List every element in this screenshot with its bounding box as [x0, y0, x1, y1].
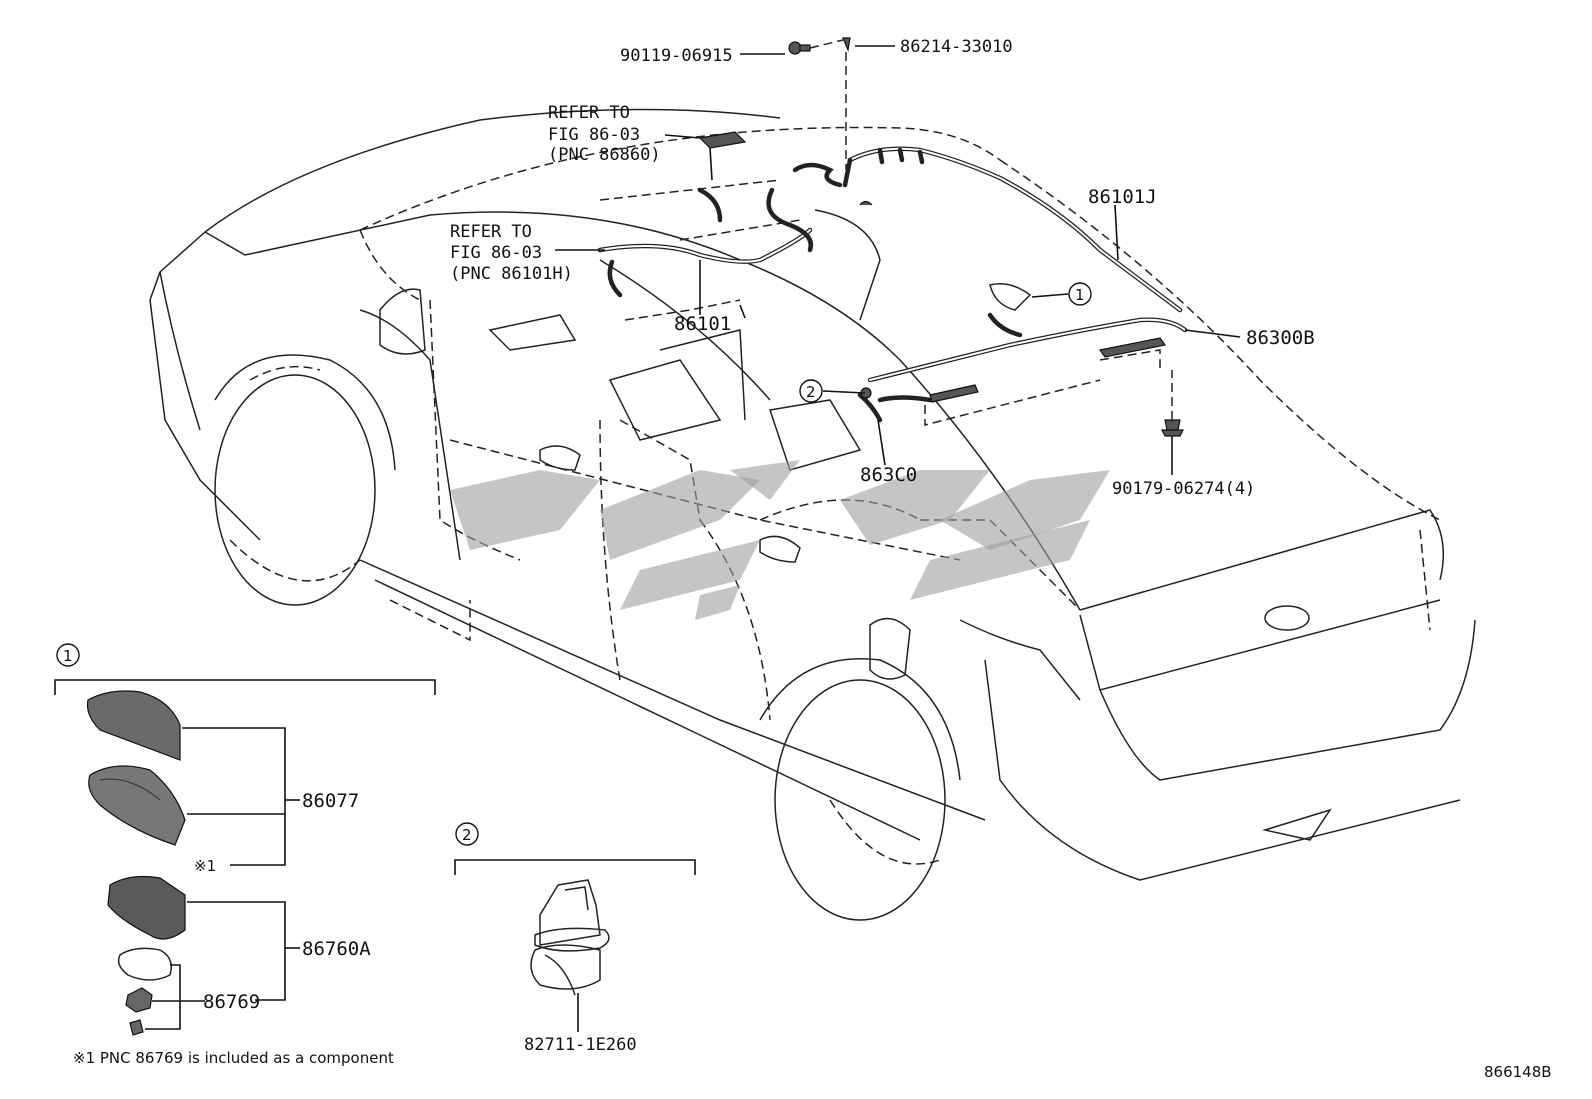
screw-icon: [129, 1019, 144, 1036]
label-82711-1E260: 82711-1E260: [524, 1035, 637, 1055]
refer-to-1-line2: FIG 86-03: [548, 125, 640, 145]
footnote: ※1 PNC 86769 is included as a component: [73, 1049, 394, 1067]
callout-circle-1-car: 1: [1068, 282, 1092, 306]
leader-lines: [555, 45, 1241, 475]
roof-harness-86101J: [842, 146, 1183, 313]
gasket-icon: [117, 947, 172, 981]
harness-86101: [597, 162, 843, 298]
label-86769: 86769: [203, 991, 260, 1013]
refer-to-1-line1: REFER TO: [548, 103, 630, 123]
rear-harness-86300B: [867, 312, 1188, 403]
svg-text:2: 2: [806, 383, 816, 401]
label-90179-06274: 90179-06274(4): [1112, 479, 1255, 499]
roof-antenna-base: [698, 131, 873, 206]
refer-to-2-line3: (PNC 86101H): [450, 264, 573, 284]
detail-1-number: 1: [63, 647, 73, 665]
refer-to-1-line3: (PNC 86860): [548, 145, 661, 165]
rear-defogger-connectors: [929, 337, 1167, 403]
label-86300B: 86300B: [1246, 327, 1315, 349]
label-86214-33010: 86214-33010: [900, 37, 1013, 57]
refer-to-2-line1: REFER TO: [450, 222, 532, 242]
shark-fin-antenna-cover-icon: [86, 690, 181, 761]
detail-1-group: 1 86077 ※1 86760A: [54, 643, 436, 1067]
clip-icon: [530, 879, 610, 996]
label-mark-1: ※1: [194, 857, 216, 875]
svg-text:1: 1: [1075, 286, 1085, 304]
clip-icon-86214: [809, 37, 851, 170]
harness-863C0: [857, 392, 883, 423]
detail-2-number: 2: [462, 826, 472, 844]
label-86101J: 86101J: [1088, 186, 1157, 208]
refer-to-2-line2: FIG 86-03: [450, 243, 542, 263]
label-86101: 86101: [674, 313, 731, 335]
diagram-code: 866148B: [1484, 1063, 1552, 1081]
label-86077: 86077: [302, 790, 359, 812]
watermark-logo: [450, 460, 1110, 620]
antenna-module-icon: [107, 875, 186, 940]
nut-icon: [125, 987, 153, 1013]
label-863C0: 863C0: [860, 464, 917, 486]
label-90119-06915: 90119-06915: [620, 46, 733, 66]
hidden-lines: [229, 126, 1441, 865]
shark-fin-antenna-icon: [989, 283, 1032, 311]
bolt-icon: [788, 41, 811, 55]
callout-circle-2-car: 2: [799, 379, 823, 403]
grommet-90179: [1161, 370, 1184, 437]
shark-fin-antenna-base-icon: [88, 765, 186, 846]
detail-2-group: 2 82711-1E260: [454, 822, 696, 1055]
car-body-outline: [149, 108, 1476, 921]
label-86760A: 86760A: [302, 938, 371, 960]
